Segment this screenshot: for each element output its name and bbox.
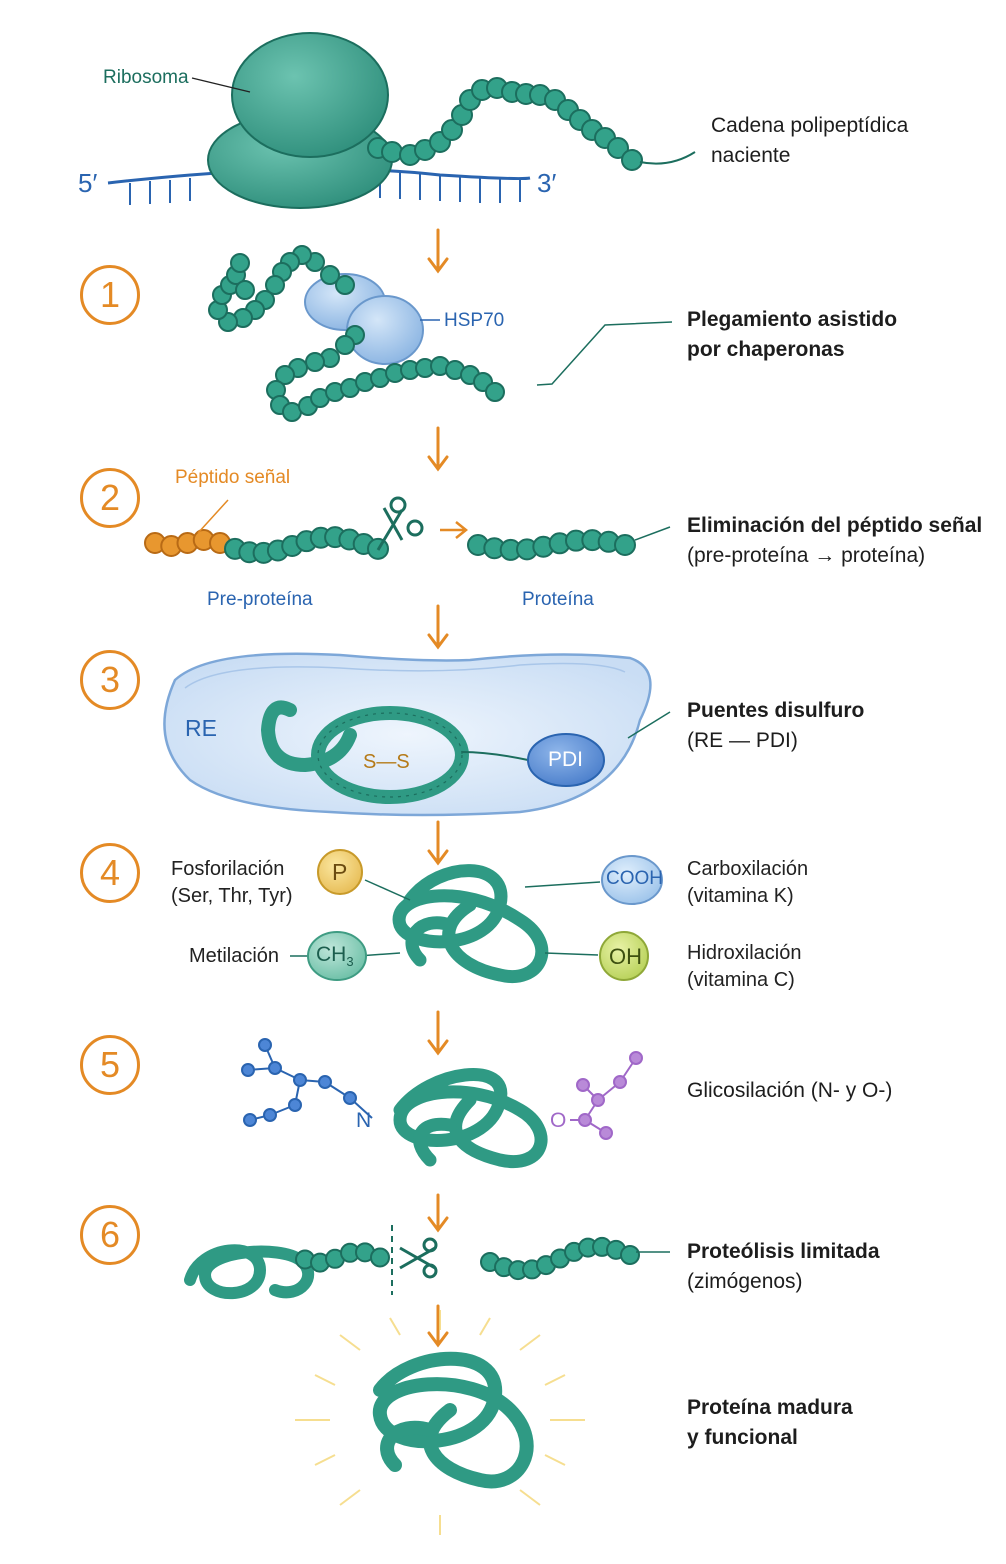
protein-label: Proteína [522,589,594,610]
amino-acid-bead [305,352,325,372]
phosphorylation-residues: (Ser, Thr, Tyr) [171,885,293,907]
chain-tail [639,151,696,165]
carboxylation-cofactor: (vitamina K) [687,885,794,907]
carboxyl-chip-label: COOH [606,868,663,889]
amino-acid-bead [381,141,403,163]
three-prime-label: 3′ [537,168,557,198]
carboxylation-label: Carboxilación [687,858,809,880]
step-1-title-1: Plegamiento asistido [687,308,898,331]
o-link-label: O [550,1109,567,1132]
amino-acid-bead [265,275,285,295]
disulfide-bridge-label: S—S [363,751,410,773]
step-2-title-2: (pre-proteína → proteína) [687,544,926,567]
amino-acid-bead [607,137,629,159]
active-enzyme-chain [480,1236,640,1281]
step-1-badge: 1 [80,265,140,325]
mature-protein-title-2: y funcional [687,1426,798,1449]
step-4-badge: 4 [80,843,140,903]
scissors-cut-icon [399,1237,438,1279]
er-label: RE [185,715,217,741]
ribosome [207,32,393,209]
zymogen-chain [295,1242,390,1273]
glow-rays [295,1310,585,1535]
nascent-chain-title-2: naciente [711,144,791,167]
amino-acid-bead [485,382,505,402]
step-6-title-2: (zimógenos) [687,1270,803,1293]
amino-acid-bead [235,280,255,300]
step1-chain [208,245,505,422]
n-glycan [241,1038,373,1127]
step-2-badge: 2 [80,468,140,528]
step-3-title-2: (RE — PDI) [687,729,798,752]
methyl-chip [307,931,367,981]
er-membrane [163,652,652,817]
carboxyl-chip [601,855,663,905]
flow-arrows [427,228,449,1348]
ribosome-label: Ribosoma [103,67,189,88]
pdi-enzyme [527,733,605,787]
amino-acid-bead [621,149,643,171]
signal-leader [197,499,229,534]
glycosylated-protein-knot [393,1068,548,1168]
ribosome-leader [191,77,251,93]
amino-acid-bead [370,1247,390,1268]
nascent-chain [367,77,643,171]
scissors-icon [376,496,424,551]
mature-protein-knot [372,1351,534,1489]
amino-acid-bead [335,275,355,295]
step-5-title: Glicosilación (N- y O-) [687,1079,893,1102]
methylation-label: Metilación [189,945,280,967]
hydroxylation-cofactor: (vitamina C) [687,969,795,991]
step-3-title-1: Puentes disulfuro [687,699,865,722]
hydroxylation-label: Hidroxilación [687,942,802,964]
zymogen-knot [184,1244,315,1300]
five-prime-label: 5′ [78,168,98,198]
phosphate-chip-label: P [332,859,348,885]
methyl-chip-label: CH3 [316,943,354,970]
step2-leader [634,526,671,541]
nascent-chain-title-1: Cadena polipeptídica [711,114,909,137]
amino-acid-bead [614,534,636,556]
step-6-badge: 6 [80,1205,140,1265]
pdi-link [461,751,529,761]
amino-acid-bead [275,365,295,385]
step3-leader [627,711,671,739]
amino-acid-bead [441,119,463,141]
amino-acid-bead [335,335,355,355]
step-3-badge: 3 [80,650,140,710]
phosphate-chip [317,849,363,895]
step-5-badge: 5 [80,1035,140,1095]
n-link-label: N [356,1109,372,1132]
o-glycan [570,1051,643,1140]
step-2-title-1: Eliminación del péptido señal [687,514,983,537]
hsp70-chaperone [304,273,424,365]
pdi-label: PDI [548,748,584,771]
pre-protein-label: Pre-proteína [207,589,313,610]
signal-peptide-label: Péptido señal [175,467,291,488]
protein-chain [467,529,636,561]
cleavage-arrow [440,521,469,539]
step-1-title-2: por chaperonas [687,338,845,361]
amino-acid-bead [230,253,250,273]
step-6-title-1: Proteólisis limitada [687,1240,880,1263]
pre-protein-chain [144,526,389,564]
mature-protein-title-1: Proteína madura [687,1396,853,1419]
phosphorylation-label: Fosforilación [171,858,285,880]
hydroxyl-chip-label: OH [609,944,642,969]
amino-acid-bead [320,265,340,285]
step1-leader [536,321,673,386]
hsp70-label: HSP70 [444,310,505,331]
modified-protein-knot [392,864,549,983]
amino-acid-bead [620,1245,640,1265]
hydroxyl-chip [599,931,649,981]
